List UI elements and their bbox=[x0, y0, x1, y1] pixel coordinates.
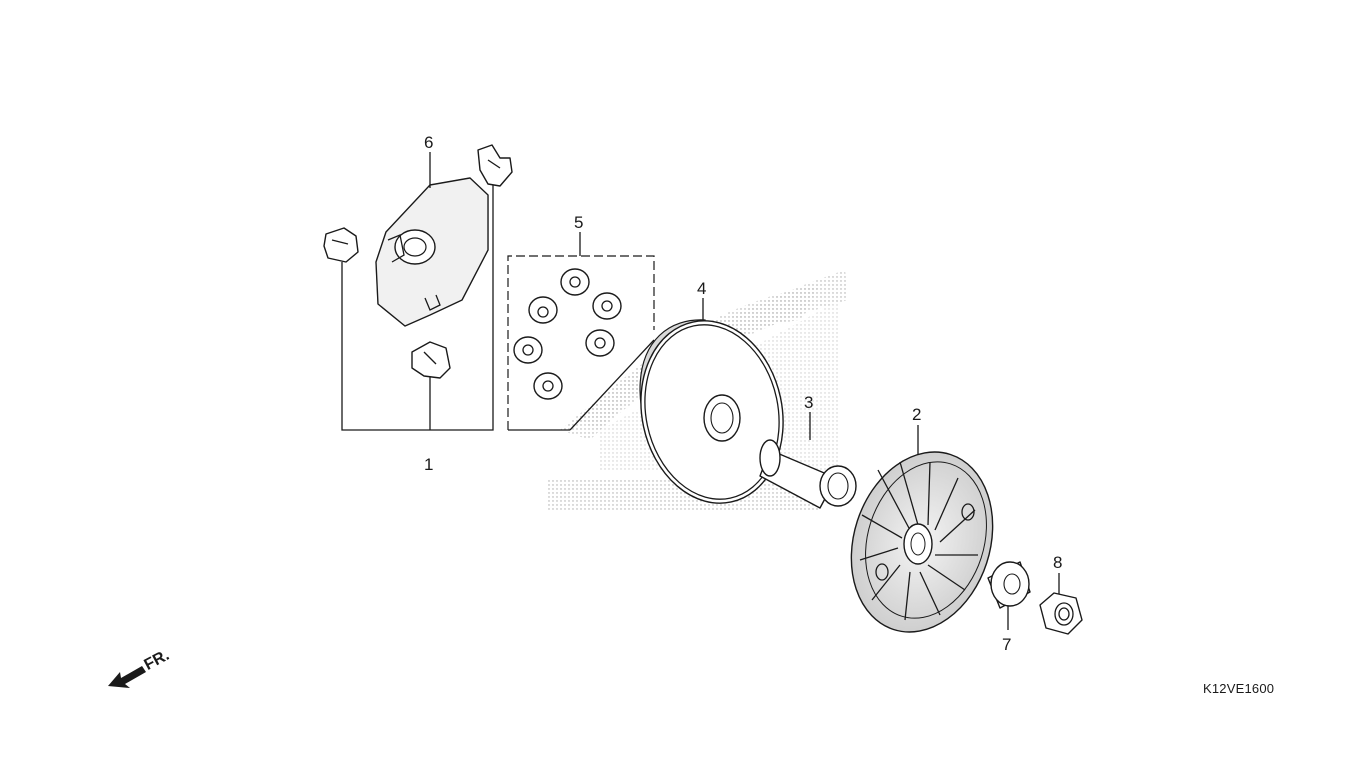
drive-face-fan-part bbox=[850, 425, 994, 633]
slider-piece-bottom bbox=[411, 341, 451, 379]
callout-1: 1 bbox=[424, 455, 433, 474]
front-direction-arrow-icon: FR. bbox=[108, 647, 172, 688]
flange-nut-part bbox=[1039, 573, 1083, 635]
drive-collar-part bbox=[759, 412, 857, 509]
front-marker-label: FR. bbox=[141, 647, 172, 674]
callout-5: 5 bbox=[574, 213, 583, 232]
weight-roller-2 bbox=[528, 296, 558, 324]
washer-part bbox=[987, 561, 1031, 630]
weight-roller-3 bbox=[592, 292, 622, 320]
callout-4: 4 bbox=[697, 279, 706, 298]
group-bracket-5 bbox=[507, 232, 655, 431]
callout-3: 3 bbox=[804, 393, 813, 412]
callout-2: 2 bbox=[912, 405, 921, 424]
callout-8: 8 bbox=[1053, 553, 1062, 572]
slider-piece-top-right bbox=[477, 144, 513, 187]
weight-roller-5 bbox=[585, 329, 615, 357]
movable-drive-face-part bbox=[639, 298, 784, 504]
weight-roller-1 bbox=[560, 268, 590, 296]
ramp-plate-part bbox=[375, 152, 489, 327]
weight-roller-4 bbox=[513, 336, 543, 364]
group-bracket-1 bbox=[341, 180, 494, 431]
slider-piece-left bbox=[323, 227, 359, 263]
weight-roller-6 bbox=[533, 372, 563, 400]
callout-7: 7 bbox=[1002, 635, 1011, 654]
drawing-code: K12VE1600 bbox=[1203, 681, 1275, 696]
callout-6: 6 bbox=[424, 133, 433, 152]
